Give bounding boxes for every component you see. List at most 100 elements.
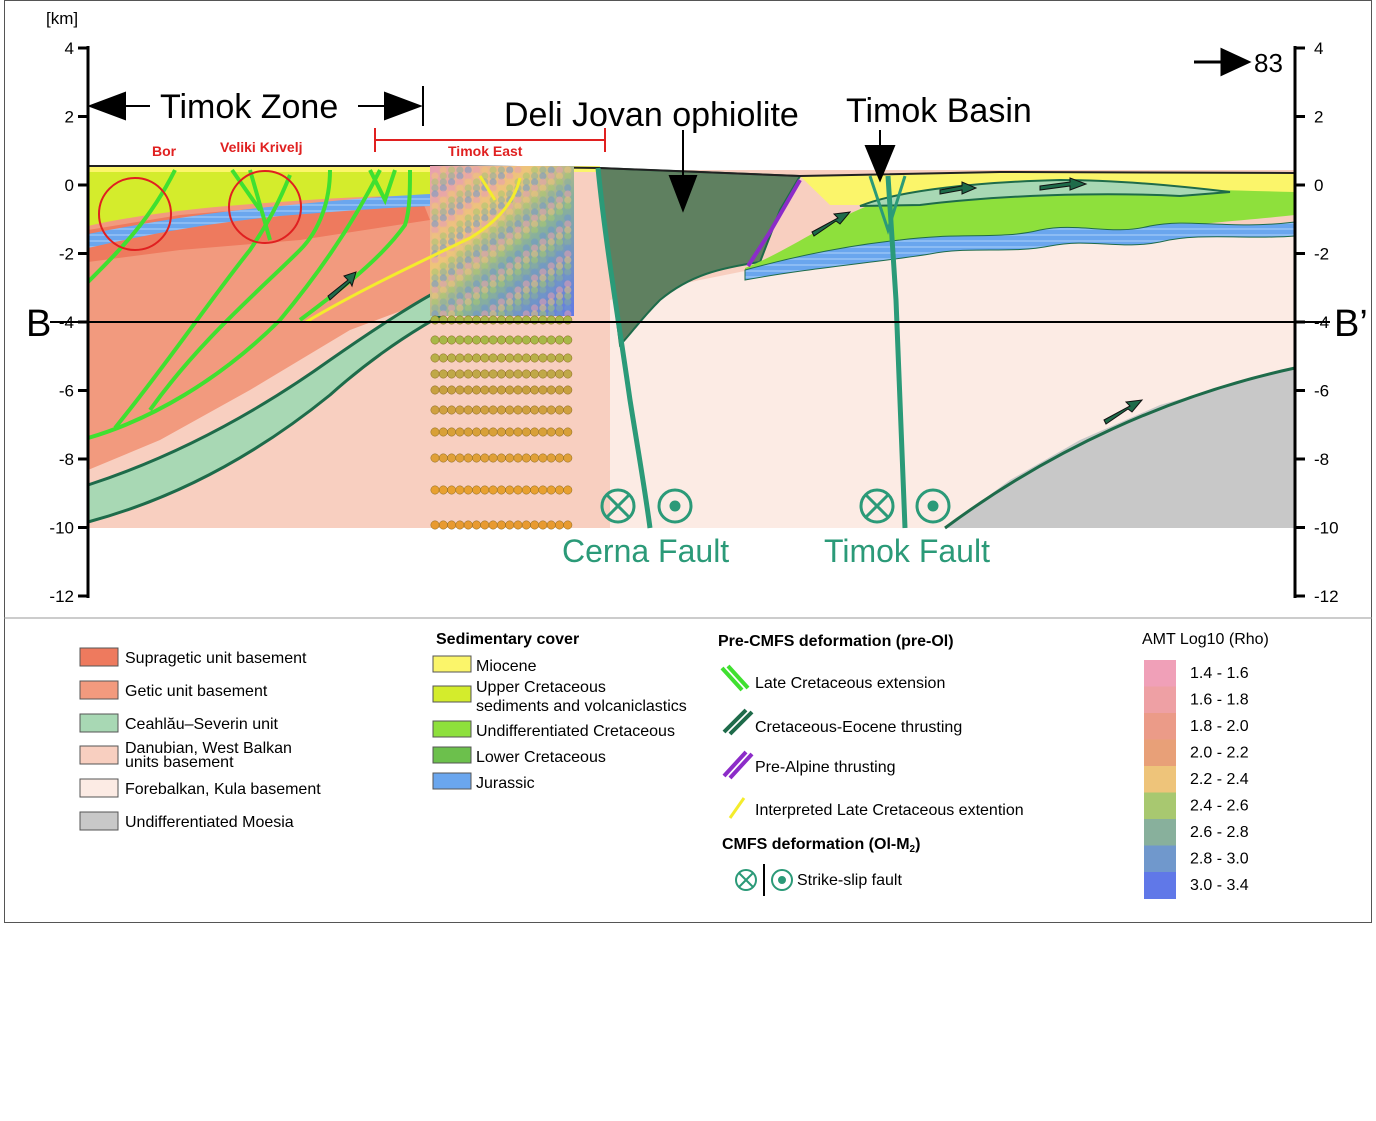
amt-dot xyxy=(546,427,556,437)
amt-range-label: 2.0 - 2.2 xyxy=(1190,745,1249,762)
bor-label: Bor xyxy=(152,143,177,159)
veliki-krivelj-circle xyxy=(228,170,302,244)
amt-dot xyxy=(431,286,439,294)
amt-dot xyxy=(489,250,497,258)
amt-dot xyxy=(514,280,522,288)
amt-dot xyxy=(481,274,489,282)
cerna-fault-trace xyxy=(595,167,653,529)
amt-dot xyxy=(547,250,555,258)
amt-dot xyxy=(439,256,447,264)
amt-dot xyxy=(497,172,505,180)
amt-dot xyxy=(506,244,514,252)
amt-dot xyxy=(489,172,497,180)
amt-dot xyxy=(464,166,472,174)
amt-dot xyxy=(555,214,564,222)
amt-dot xyxy=(481,238,489,246)
amt-dot xyxy=(497,304,505,312)
amt-dot xyxy=(522,298,530,306)
amt-dot xyxy=(472,184,481,192)
amt-dot xyxy=(472,208,481,216)
amt-dot xyxy=(539,226,547,234)
amt-dot xyxy=(464,208,472,216)
amt-dot xyxy=(522,166,530,174)
amt-dot xyxy=(564,172,572,180)
amt-dot xyxy=(439,214,447,222)
amt-dot xyxy=(448,262,456,270)
amt-dot xyxy=(472,353,481,363)
amt-dot xyxy=(481,280,489,288)
amt-dot xyxy=(555,453,564,463)
amt-dot xyxy=(448,232,456,240)
amt-dot xyxy=(539,208,547,216)
amt-dot xyxy=(555,385,564,395)
amt-dot xyxy=(464,304,472,312)
amt-dot xyxy=(506,178,514,186)
amt-dot xyxy=(447,453,457,463)
amt-dot xyxy=(489,286,497,294)
amt-dot xyxy=(431,166,439,174)
amt-dot xyxy=(514,196,522,204)
amt-dot xyxy=(514,166,522,174)
amt-dot xyxy=(505,485,515,495)
amt-dot xyxy=(522,208,530,216)
amt-dot xyxy=(538,427,548,437)
amt-dot xyxy=(555,485,564,495)
amt-dot xyxy=(464,268,472,276)
amt-dot xyxy=(555,220,564,228)
amt-dot xyxy=(538,369,548,379)
amt-dot xyxy=(506,286,514,294)
amt-dot xyxy=(513,485,523,495)
amt-dot xyxy=(506,292,514,300)
amt-dot xyxy=(547,262,555,270)
amt-dot xyxy=(513,385,523,395)
timok-zone-arrows xyxy=(87,86,424,126)
amt-dot xyxy=(530,369,540,379)
amt-dot xyxy=(472,190,481,198)
amt-dot xyxy=(521,485,531,495)
amt-dot xyxy=(439,196,447,204)
amt-dot xyxy=(447,427,457,437)
amt-dot xyxy=(430,520,440,530)
amt-dot xyxy=(472,427,481,437)
amt-dot xyxy=(539,178,547,186)
y-tick-label: -6 xyxy=(59,382,74,401)
amt-dot xyxy=(463,335,473,345)
amt-range-label: 1.6 - 1.8 xyxy=(1190,692,1249,709)
amt-dot xyxy=(555,262,564,270)
amt-dot xyxy=(472,274,481,282)
amt-dot xyxy=(438,335,448,345)
amt-dot xyxy=(547,298,555,306)
amt-dot xyxy=(448,172,456,180)
amt-dot xyxy=(513,369,523,379)
cretaceous-eocene-thrust-icon xyxy=(722,708,754,736)
amt-dot xyxy=(481,286,489,294)
amt-dot xyxy=(438,369,448,379)
amt-dot xyxy=(448,268,456,276)
amt-dot xyxy=(439,220,447,228)
amt-dot xyxy=(464,214,472,222)
amt-dot xyxy=(555,250,564,258)
amt-dot xyxy=(439,208,447,216)
amt-dot xyxy=(439,172,447,180)
amt-range-label: 2.2 - 2.4 xyxy=(1190,771,1249,788)
amt-dot xyxy=(506,262,514,270)
amt-dot xyxy=(547,190,555,198)
amt-dot xyxy=(564,196,572,204)
amt-dot xyxy=(489,310,497,318)
amt-dot xyxy=(522,268,530,276)
pre-alpine-thrust xyxy=(746,179,802,268)
amt-dot xyxy=(448,184,456,192)
amt-range-label: 2.4 - 2.6 xyxy=(1190,798,1249,815)
amt-dot xyxy=(472,304,481,312)
amt-dot xyxy=(547,280,555,288)
amt-dot xyxy=(547,196,555,204)
amt-dot xyxy=(564,178,572,186)
amt-dot xyxy=(514,304,522,312)
amt-dot xyxy=(439,268,447,276)
amt-dot xyxy=(456,172,464,180)
amt-dot xyxy=(439,262,447,270)
y-tick-label: -4 xyxy=(1314,313,1329,332)
amt-dot xyxy=(564,232,572,240)
amt-dot xyxy=(488,485,498,495)
amt-dot xyxy=(496,405,506,415)
